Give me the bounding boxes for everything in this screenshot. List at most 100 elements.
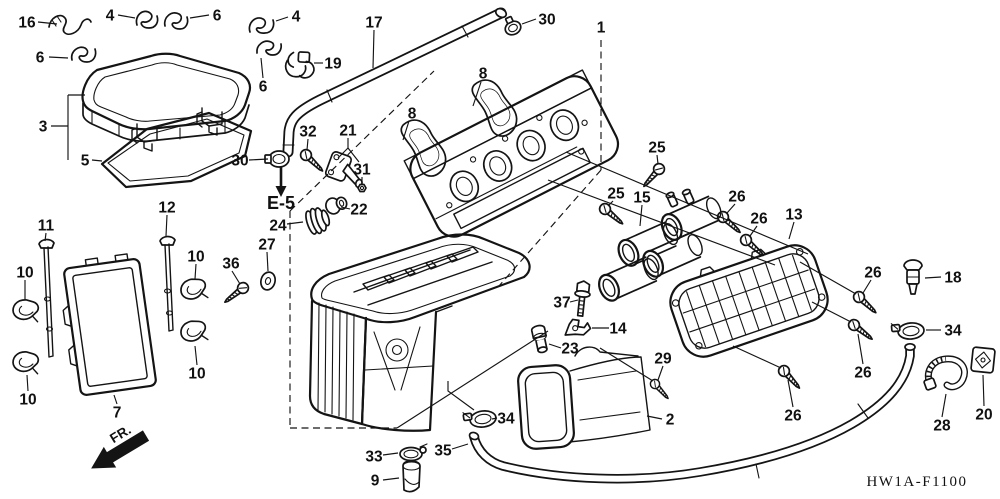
callout-leader-5	[91, 159, 103, 162]
callout-2: 2	[666, 412, 675, 429]
callout-16: 16	[18, 15, 36, 32]
callout-6: 6	[259, 79, 268, 96]
part-29-screw	[647, 376, 673, 403]
callout-leader-37	[569, 299, 579, 303]
part-16-clip	[48, 14, 92, 35]
callout-leader-4	[275, 16, 289, 22]
callout-7: 7	[113, 405, 122, 422]
callout-24: 24	[269, 218, 287, 235]
part-28-spring-clip	[923, 355, 968, 391]
callout-leader-15	[639, 204, 643, 227]
callout-leader-33	[382, 452, 399, 456]
part-18-valve	[903, 259, 923, 295]
callout-34: 34	[944, 323, 962, 340]
callout-10: 10	[187, 249, 204, 266]
callout-19: 19	[324, 56, 342, 73]
callout-8: 8	[479, 66, 488, 83]
callout-15: 15	[633, 190, 651, 207]
part-15-intake-tubes	[594, 188, 726, 305]
part-13-cover	[669, 244, 829, 358]
callout-33: 33	[365, 449, 383, 466]
callout-leader-28	[941, 393, 947, 418]
part-20-grommet	[970, 346, 996, 374]
callout-leader-6	[260, 57, 264, 79]
assembly-line	[396, 330, 549, 429]
callout-leader-30	[248, 158, 269, 161]
part-17-tube	[282, 7, 508, 158]
part-10-clip-d	[179, 318, 209, 344]
fr-direction-arrow: FR.	[91, 422, 150, 469]
callout-10: 10	[19, 392, 36, 409]
part-33-clamp	[399, 443, 428, 462]
part-37-bolt	[574, 280, 591, 317]
part-8-gasket-b	[394, 112, 454, 182]
callout-leader-17	[372, 29, 375, 69]
callout-25: 25	[607, 186, 625, 203]
callout-30: 30	[538, 12, 555, 29]
callout-leader-11	[44, 232, 47, 242]
callout-17: 17	[365, 15, 382, 32]
callout-10: 10	[188, 366, 205, 383]
part-5-gasket	[100, 111, 253, 189]
assembly-boundary-dash	[498, 169, 602, 287]
callout-leader-25	[656, 154, 659, 165]
callout-11: 11	[38, 218, 55, 235]
callout-leader-26	[857, 333, 864, 365]
callout-34: 34	[497, 411, 515, 428]
callout-leader-32	[306, 138, 309, 151]
callout-29: 29	[654, 351, 672, 368]
assembly-line	[565, 151, 809, 255]
callout-9: 9	[371, 473, 380, 490]
part-11-rod	[38, 238, 55, 358]
part-26-screw-a	[714, 208, 745, 238]
callout-26: 26	[784, 408, 802, 425]
callout-37: 37	[553, 295, 570, 312]
callout-27: 27	[258, 237, 275, 254]
callout-3: 3	[39, 119, 48, 136]
callout-leader-26	[862, 279, 872, 294]
assembly-boundary-dash	[289, 70, 435, 212]
callout-6: 6	[36, 50, 45, 67]
part-12-rod	[159, 235, 176, 332]
detail-ref-e5: E-5	[267, 167, 295, 213]
callout-13: 13	[785, 207, 803, 224]
callout-26: 26	[728, 189, 746, 206]
part-21-sensor	[324, 151, 363, 189]
part-25-screw-b	[596, 200, 627, 229]
callout-8: 8	[408, 106, 417, 123]
callout-leader-16	[37, 21, 58, 25]
callout-leader-20	[982, 374, 985, 407]
callout-leader-10	[194, 345, 198, 366]
callout-4: 4	[106, 8, 115, 25]
part-35-hose	[468, 342, 916, 484]
figure-code: HW1A-F1100	[866, 474, 967, 490]
part-34-clamp-b	[890, 320, 926, 342]
callout-26: 26	[854, 365, 872, 382]
part-36-bolt	[220, 279, 252, 308]
part-7-filter	[62, 253, 157, 396]
part-30-clamp-a	[504, 15, 522, 36]
part-10-clip-b	[10, 349, 42, 375]
part-34-clamp-a	[462, 407, 498, 431]
callout-leader-6	[189, 14, 210, 19]
callout-leader-4	[117, 14, 136, 19]
callout-leader-10	[26, 374, 29, 392]
callout-leader-26	[726, 203, 736, 214]
part-6-clip-c	[256, 40, 283, 56]
callout-leader-26	[749, 225, 758, 237]
callout-30: 30	[231, 153, 248, 170]
callout-36: 36	[222, 256, 240, 273]
callout-leader-26	[787, 379, 794, 408]
part-4-clip-a	[135, 10, 159, 29]
callout-leader-8	[472, 81, 482, 107]
callout-21: 21	[339, 123, 357, 140]
callout-leader-7	[113, 394, 118, 405]
callout-10: 10	[16, 265, 33, 282]
callout-4: 4	[292, 9, 301, 26]
callout-22: 22	[350, 202, 367, 219]
callout-26: 26	[864, 265, 882, 282]
callout-18: 18	[944, 270, 962, 287]
callout-leader-2	[646, 415, 663, 420]
